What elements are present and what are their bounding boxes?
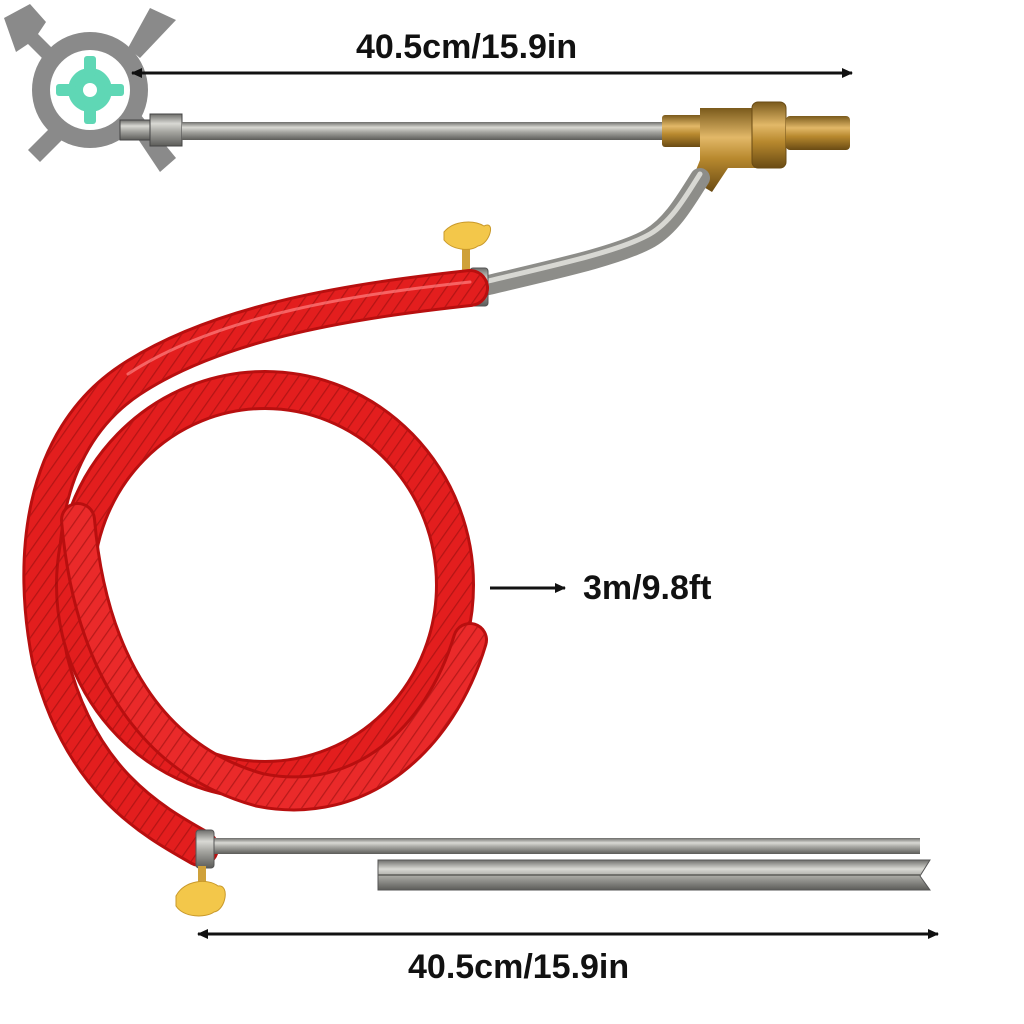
hose-length-label: 3m/9.8ft: [583, 569, 712, 607]
lower-hose-clamp: [195, 829, 215, 869]
wrench-screwdriver-logo-icon: [4, 4, 176, 172]
lower-valve-knob-icon: [175, 866, 226, 917]
upper-valve-knob-icon: [443, 221, 492, 270]
top-steel-wand: [119, 113, 670, 147]
brass-fitting: [662, 101, 850, 192]
bottom-pickup-tubes: [210, 838, 931, 891]
curved-feed-pipe: [474, 168, 710, 296]
bottom-length-label: 40.5cm/15.9in: [408, 948, 630, 986]
red-coiled-hose: [22, 269, 489, 867]
top-length-label: 40.5cm/15.9in: [356, 28, 578, 66]
